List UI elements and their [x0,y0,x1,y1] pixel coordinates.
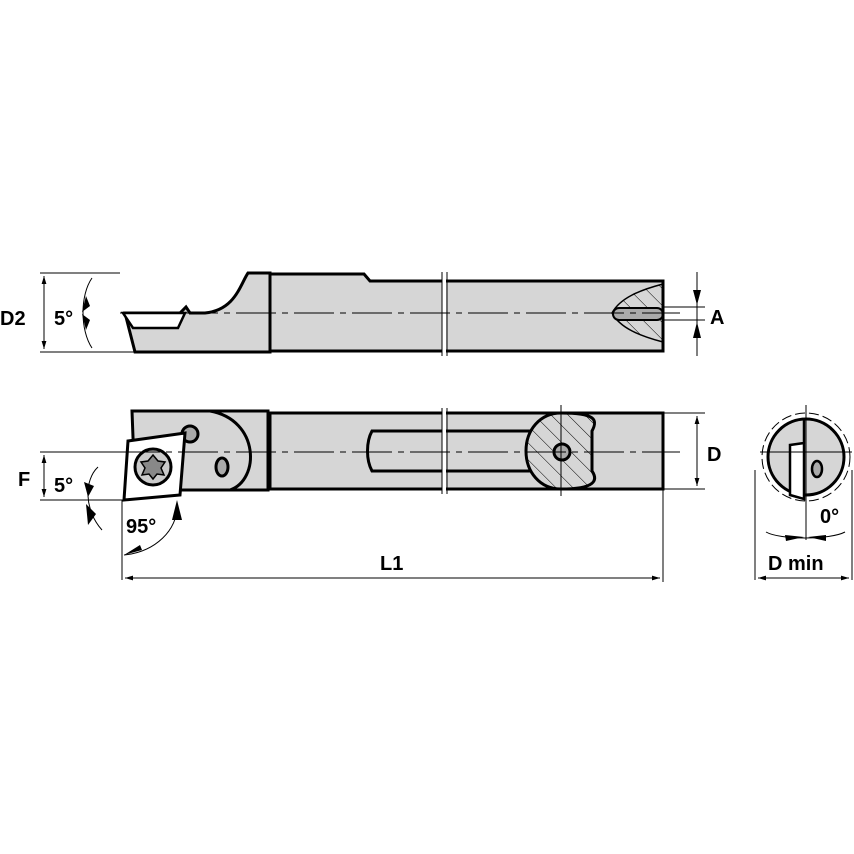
dim-d2-label: D2 [0,308,26,330]
end-view: 0° D min [754,405,853,581]
angle-end-label: 0° [820,506,839,528]
dim-d-label: D [707,444,721,466]
dim-dmin-label: D min [768,553,824,575]
dim-f-label: F [18,469,30,491]
angle-front-label: 5° [54,475,73,497]
dim-a-label: A [710,307,724,329]
torx-screw-icon [139,453,167,481]
angle-top-label: 5° [54,308,73,330]
angle-lead-label: 95° [126,516,156,538]
dim-l1-label: L1 [380,553,403,575]
top-view: F 5° 95° D L1 [18,405,721,582]
side-view: D2 5° A [0,271,724,356]
insert-seat [120,311,187,330]
